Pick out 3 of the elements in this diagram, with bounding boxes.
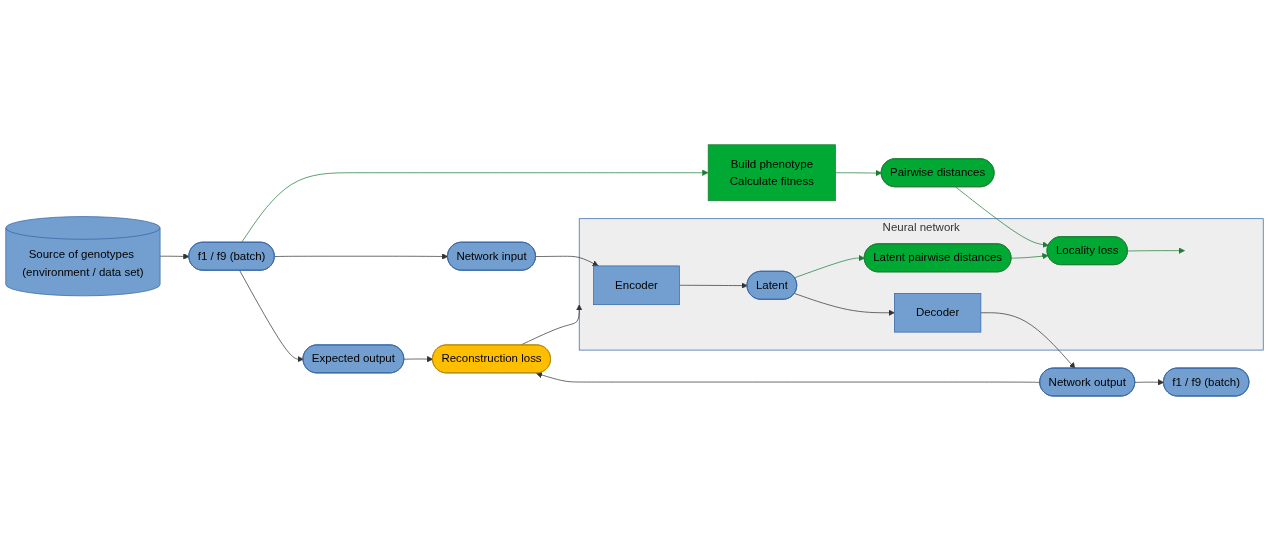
node-box: Encoder: [593, 265, 680, 305]
node-box: Decoder: [894, 292, 982, 333]
node-box: Build phenotype Calculate fitness: [707, 144, 836, 201]
